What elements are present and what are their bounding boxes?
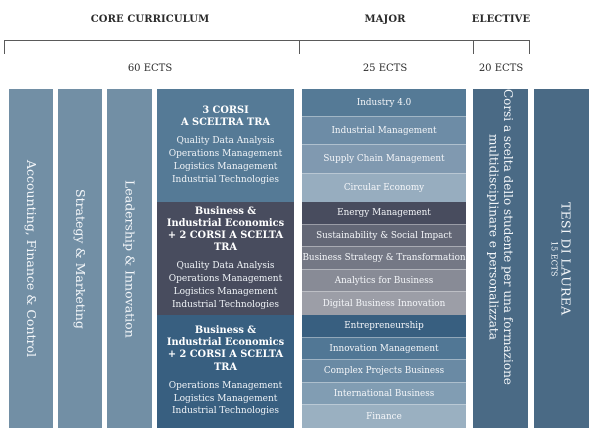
major-item-sustainability: Sustainability & Social Impact xyxy=(302,225,466,247)
ects-elective: 20 ECTS xyxy=(478,63,524,74)
core-choice-block-3: Business & Industrial Economics + 2 CORS… xyxy=(157,315,294,428)
block-title: Business & Industrial Economics + 2 CORS… xyxy=(157,206,294,255)
course-item: Industrial Technologies xyxy=(172,299,279,310)
thesis-title: TESI DI LAUREA xyxy=(558,201,574,316)
bracket-tick-core-major xyxy=(299,40,300,54)
major-item-international-business: International Business xyxy=(302,383,466,405)
course-item: Logistics Management xyxy=(173,286,278,297)
course-list: Quality Data Analysis Operations Managem… xyxy=(169,260,282,311)
major-item-circular-economy: Circular Economy xyxy=(302,174,466,202)
bracket-tick-major-elective xyxy=(473,40,474,54)
core-course-label: Strategy & Marketing xyxy=(73,188,89,329)
major-item-industry-4: Industry 4.0 xyxy=(302,89,466,117)
core-choice-column: 3 CORSI A SCELTRA TRA Quality Data Analy… xyxy=(157,89,294,428)
title-line: Business & xyxy=(194,205,257,217)
ects-core: 60 ECTS xyxy=(127,63,173,74)
block-title: 3 CORSI A SCELTRA TRA xyxy=(181,105,270,129)
course-item: Quality Data Analysis xyxy=(176,261,275,272)
core-choice-block-1: 3 CORSI A SCELTRA TRA Quality Data Analy… xyxy=(157,89,294,202)
core-course-accounting: Accounting, Finance & Control xyxy=(9,89,53,428)
header-core-curriculum: CORE CURRICULUM xyxy=(90,14,210,25)
title-line: 3 CORSI xyxy=(202,104,249,116)
bracket-tick-right xyxy=(529,40,530,54)
title-line: A SCELTRA TRA xyxy=(181,116,270,128)
block-title: Business & Industrial Economics + 2 CORS… xyxy=(157,325,294,374)
title-line: + 2 CORSI A SCELTA TRA xyxy=(167,349,284,373)
core-course-label: Accounting, Finance & Control xyxy=(24,159,40,358)
title-line: Industrial Economics xyxy=(166,337,285,349)
course-list: Operations Management Logistics Manageme… xyxy=(169,380,282,418)
core-choice-block-2: Business & Industrial Economics + 2 CORS… xyxy=(157,202,294,315)
major-item-supply-chain: Supply Chain Management xyxy=(302,145,466,174)
major-item-analytics: Analytics for Business xyxy=(302,270,466,292)
title-line: Industrial Economics xyxy=(166,217,285,229)
course-item: Operations Management xyxy=(168,274,283,285)
bracket-tick-left xyxy=(4,40,5,54)
course-item: Operations Management xyxy=(168,380,283,391)
major-item-complex-projects: Complex Projects Business xyxy=(302,360,466,383)
major-item-energy-management: Energy Management xyxy=(302,202,466,225)
elective-line: multidisciplinare e personalizzata xyxy=(486,134,501,340)
core-course-strategy: Strategy & Marketing xyxy=(58,89,102,428)
bracket-top-line xyxy=(4,40,530,41)
core-course-leadership: Leadership & Innovation xyxy=(107,89,152,428)
major-item-digital-innovation: Digital Business Innovation xyxy=(302,292,466,315)
title-line: + 2 CORSI A SCELTA TRA xyxy=(167,229,284,254)
major-item-industrial-management: Industrial Management xyxy=(302,117,466,145)
elective-line: Corsi a scelta dello studente per una fo… xyxy=(500,89,515,385)
course-item: Operations Management xyxy=(168,148,283,159)
major-item-business-strategy: Business Strategy & Transformation xyxy=(302,247,466,270)
major-item-finance: Finance xyxy=(302,405,466,428)
thesis-label: TESI DI LAUREA 15 ECTS xyxy=(550,202,574,316)
header-major: MAJOR xyxy=(364,14,406,25)
course-item: Quality Data Analysis xyxy=(176,136,275,147)
thesis-ects: 15 ECTS xyxy=(549,240,559,277)
course-item: Industrial Technologies xyxy=(172,406,279,417)
ects-major: 25 ECTS xyxy=(362,63,408,74)
title-line: Business & xyxy=(194,324,257,336)
elective-column: Corsi a scelta dello studente per una fo… xyxy=(473,89,528,428)
thesis-column: TESI DI LAUREA 15 ECTS xyxy=(534,89,589,428)
major-item-entrepreneurship: Entrepreneurship xyxy=(302,315,466,338)
header-elective: ELECTIVE xyxy=(471,14,531,25)
course-item: Logistics Management xyxy=(173,393,278,404)
course-item: Industrial Technologies xyxy=(172,174,279,185)
major-column: Industry 4.0 Industrial Management Suppl… xyxy=(302,89,466,428)
core-course-label: Leadership & Innovation xyxy=(122,179,138,338)
elective-description: Corsi a scelta dello studente per una fo… xyxy=(486,89,515,385)
course-list: Quality Data Analysis Operations Managem… xyxy=(169,135,282,186)
major-item-innovation-management: Innovation Management xyxy=(302,338,466,360)
course-item: Logistics Management xyxy=(173,161,278,172)
